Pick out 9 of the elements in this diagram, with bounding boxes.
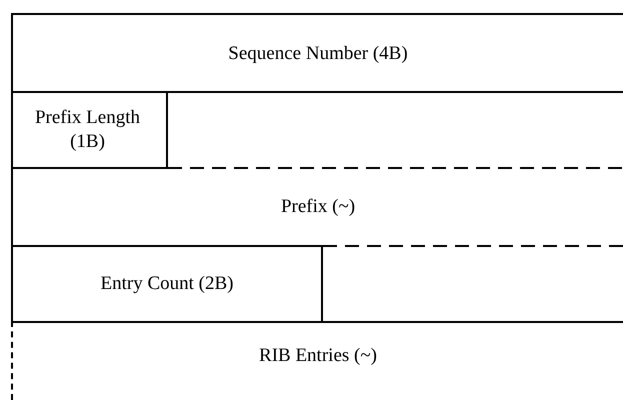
field-label: Prefix (~) [280, 195, 356, 219]
field-label: Sequence Number (4B) [228, 42, 408, 66]
field-label: Entry Count (2B) [100, 272, 234, 296]
packet-field [11, 91, 168, 169]
packet-field [11, 13, 623, 93]
field-label: RIB Entries (~) [259, 344, 377, 368]
packet-field [11, 321, 623, 400]
field-label: Prefix Length (1B) [34, 106, 141, 154]
packet-field [11, 245, 323, 323]
